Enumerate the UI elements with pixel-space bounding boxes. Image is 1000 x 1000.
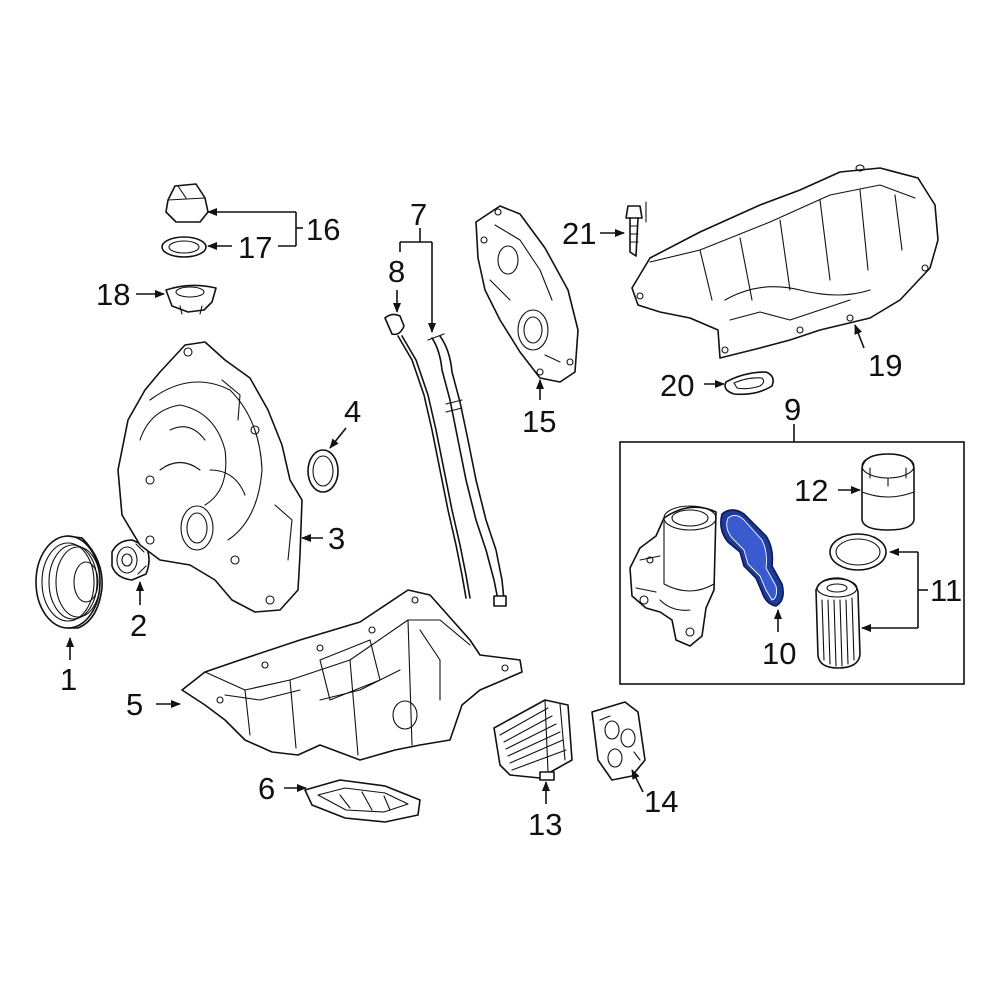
callout-label-2: 2 [130,608,147,643]
callout-1: 1 [60,637,77,697]
callout-16-17-18: 16 17 18 [96,208,340,312]
callout-label-4: 4 [344,394,361,429]
callout-label-1: 1 [60,662,77,697]
callout-15: 15 [522,379,556,439]
part-11-o-ring[interactable] [829,533,887,571]
callout-2: 2 [130,581,147,643]
callout-label-16: 16 [306,212,340,247]
part-3-timing-cover[interactable] [117,341,303,613]
callout-label-7: 7 [410,197,427,232]
callout-20: 20 [660,368,725,403]
part-20-gasket[interactable] [724,371,774,396]
part-10-filter-housing-gasket[interactable] [720,509,784,607]
callout-10: 10 [762,609,796,671]
callout-19: 19 [854,324,902,383]
part-7-dipstick-tube[interactable] [427,333,507,607]
callout-label-5: 5 [126,687,143,722]
callout-4: 4 [329,394,361,449]
callout-3: 3 [301,521,345,556]
callout-label-10: 10 [762,636,796,671]
callout-label-15: 15 [522,404,556,439]
callout-label-18: 18 [96,277,130,312]
callout-label-19: 19 [868,348,902,383]
part-6-pan-plate[interactable] [304,779,421,823]
callout-21: 21 [562,216,625,251]
callout-label-12: 12 [794,473,828,508]
part-2-hub[interactable] [111,539,150,581]
callout-11: 11 [861,548,962,632]
callout-label-3: 3 [328,521,345,556]
part-19-intake-manifold[interactable] [631,164,939,359]
part-8-dipstick[interactable] [384,313,471,599]
part-4-seal[interactable] [307,449,339,493]
part-21-bolt[interactable] [625,201,647,257]
callout-label-17: 17 [238,230,272,265]
part-9-filter-housing[interactable] [629,505,717,647]
part-14-gasket[interactable] [591,701,646,781]
callout-label-13: 13 [528,807,562,842]
part-17-seal-ring[interactable] [161,236,207,258]
part-5-oil-pan[interactable] [181,589,523,761]
callout-7-8: 7 8 [388,197,436,333]
part-15-cover-plate[interactable] [475,205,579,383]
callout-label-11: 11 [930,573,962,608]
part-13-oil-cooler[interactable] [493,699,573,781]
part-18-adapter[interactable] [165,284,217,315]
callout-label-14: 14 [644,784,678,819]
callout-12: 12 [794,473,861,508]
callout-6: 6 [258,771,307,806]
callout-label-20: 20 [660,368,694,403]
callout-13: 13 [528,781,562,842]
callout-14: 14 [631,769,678,819]
part-1-crankshaft-pulley[interactable] [35,535,103,629]
part-11-filter-element[interactable] [815,577,861,669]
callout-label-6: 6 [258,771,275,806]
callout-5: 5 [126,687,181,722]
callout-label-9: 9 [784,392,801,427]
callout-label-8: 8 [388,254,405,289]
part-16-filler-cap[interactable] [165,183,209,223]
callout-label-21: 21 [562,216,596,251]
part-9-box: 9 [619,392,965,685]
part-12-filter-cap[interactable] [861,453,915,531]
